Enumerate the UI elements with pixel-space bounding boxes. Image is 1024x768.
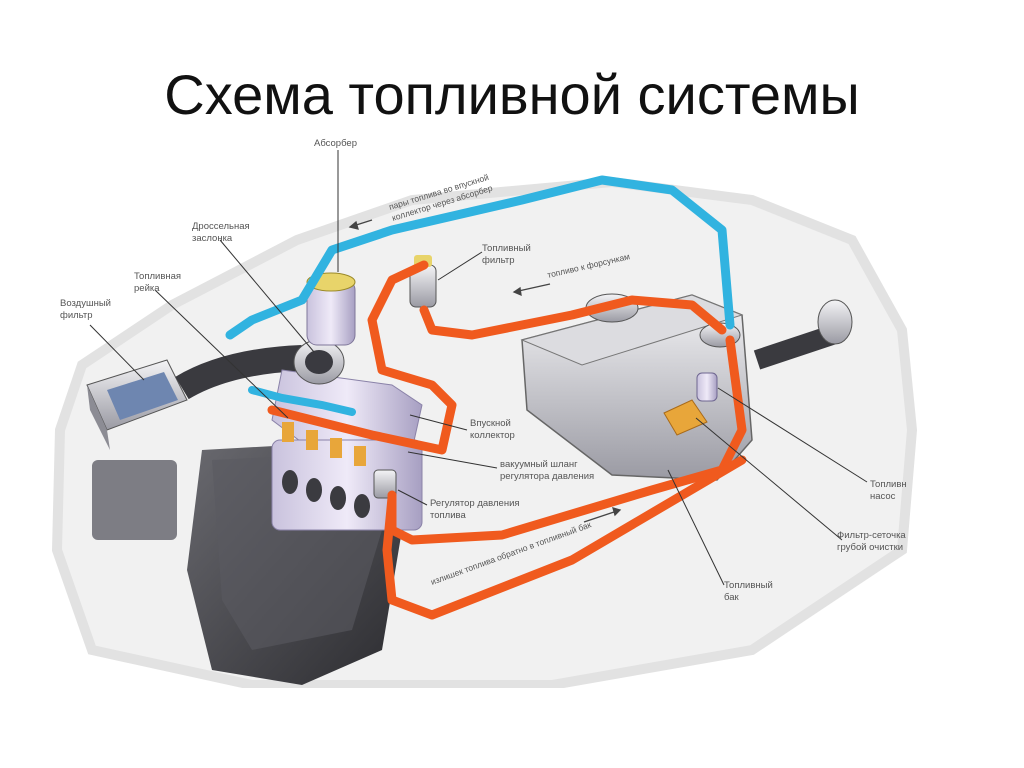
label-intake-2: коллектор [470,430,515,441]
fuel-system-diagram: Абсорбер Дроссельная заслонка Топливная … [52,130,924,688]
fuel-injectors [282,422,366,466]
throttle-body [293,339,345,385]
label-rail-2: рейка [134,283,160,294]
label-fuel-filter-1: Топливный [482,243,531,254]
label-fuel-filter-2: фильтр [482,255,515,266]
leader-lines [89,150,868,586]
fuel-supply-line [387,335,747,545]
label-air-filter-2: фильтр [60,310,93,321]
label-absorber: Абсорбер [314,138,357,149]
label-throttle-2: заслонка [192,233,233,244]
label-air-filter-1: Воздушный [60,298,111,309]
absorber-canister [306,272,356,346]
label-strainer-2: грубой очистки [837,542,903,553]
slide-title: Схема топливной системы [164,63,860,126]
air-filter [86,359,188,450]
label-regulator-1: Регулятор давления [430,498,520,509]
label-pump-2: насос [870,491,896,502]
label-vacuum-2: регулятора давления [500,471,594,482]
intake-manifold [271,369,423,531]
label-intake-1: Впускной [470,418,511,429]
label-regulator-2: топлива [430,510,466,521]
component-labels: Абсорбер Дроссельная заслонка Топливная … [60,138,907,603]
label-pump-1: Топливн [870,479,907,490]
label-vacuum-1: вакуумный шланг [500,459,578,470]
label-throttle-1: Дроссельная [192,221,250,232]
tank-filler-neck [753,299,853,370]
label-strainer-1: Фильтр-сеточка [837,530,906,541]
coarse-strainer [663,399,708,436]
flow-arrows [348,219,622,523]
label-tank-1: Топливный [724,580,773,591]
label-rail-1: Топливная [134,271,181,282]
label-tank-2: бак [724,592,740,603]
vapor-line [225,175,735,340]
